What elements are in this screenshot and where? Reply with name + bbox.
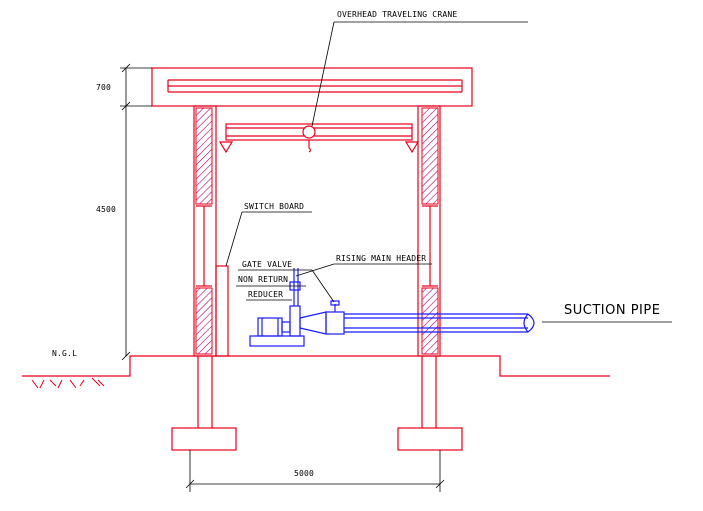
crane-label: OVERHEAD TRAVELING CRANE xyxy=(337,10,457,19)
roof-dimension-label: 700 xyxy=(96,83,111,92)
reducer-label: REDUCER xyxy=(248,290,283,299)
gate-valve-body xyxy=(325,300,345,335)
right-column xyxy=(417,105,441,357)
height-dimension-label: 4500 xyxy=(96,205,116,214)
ground-line xyxy=(22,355,610,377)
gate-valve-label: GATE VALVE xyxy=(242,260,292,269)
left-footing xyxy=(171,356,237,451)
right-footing xyxy=(397,356,463,451)
vertical-dimension xyxy=(120,63,152,361)
width-dimension-label: 5000 xyxy=(294,469,314,478)
switch-board-label: SWITCH BOARD xyxy=(244,202,304,211)
suction-pipe-line xyxy=(344,313,535,333)
suction-pipe-label: SUCTION PIPE xyxy=(564,303,660,318)
leader-lines xyxy=(225,21,672,323)
non-return-label: NON RETURN xyxy=(238,275,288,284)
left-column xyxy=(193,105,217,357)
ngl-label: N.G.L xyxy=(52,349,77,358)
roof-slab xyxy=(151,67,473,107)
switch-board xyxy=(215,265,229,357)
horizontal-dimension xyxy=(185,450,445,492)
rising-main-header-label: RISING MAIN HEADER xyxy=(336,254,426,263)
ground-hatch xyxy=(31,377,105,389)
pump-motor-set xyxy=(249,268,327,347)
crane-girder xyxy=(218,123,420,154)
